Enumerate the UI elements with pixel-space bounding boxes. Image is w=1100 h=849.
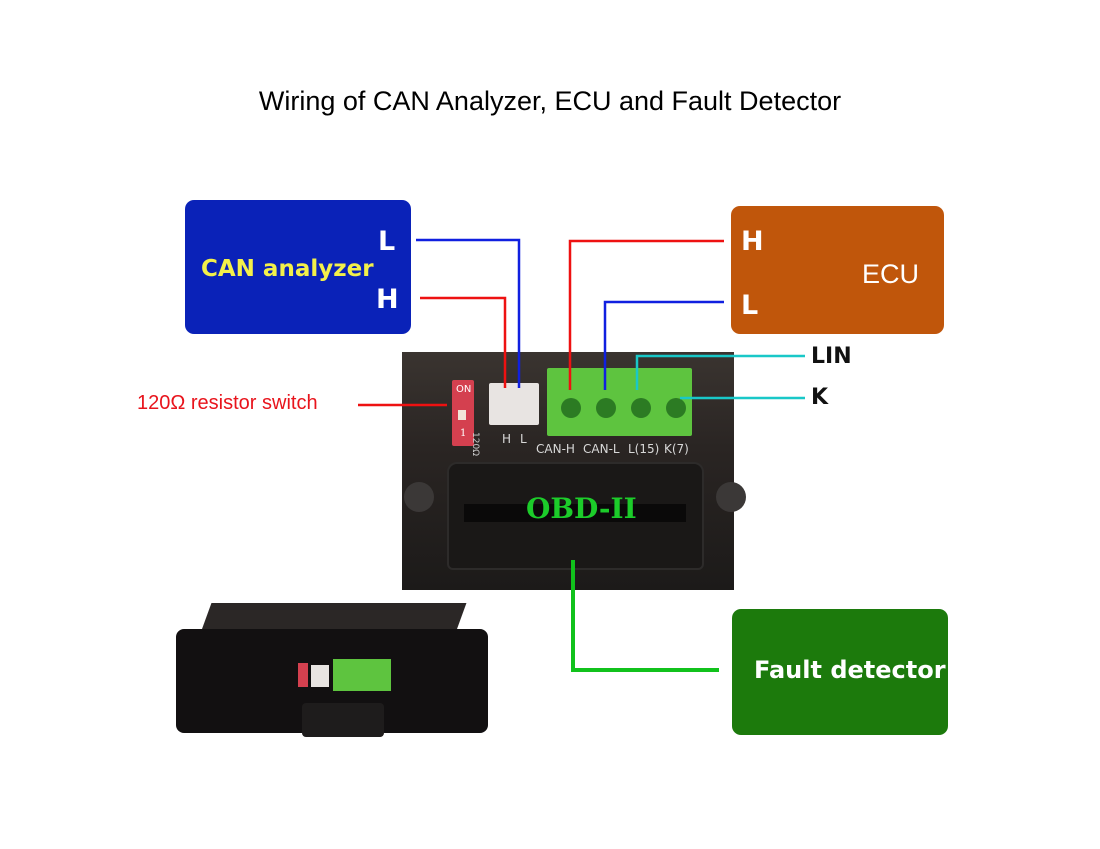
can-analyzer-pin-l: L <box>378 226 396 257</box>
fault-detector-box <box>732 609 948 735</box>
side-terminal <box>333 659 391 691</box>
ecu-pin-h: H <box>741 226 764 257</box>
wire-obd <box>571 560 719 672</box>
resistor-switch-label: 120Ω resistor switch <box>137 392 318 414</box>
dip-on-label: ON <box>456 384 472 395</box>
obd-port[interactable] <box>447 462 704 570</box>
terminal-label-k7: K(7) <box>664 442 689 456</box>
terminal-screw <box>631 398 651 418</box>
terminal-screw <box>666 398 686 418</box>
ecu-label: ECU <box>862 259 920 289</box>
side-jst <box>311 665 329 687</box>
jst-h-label: H <box>502 432 512 446</box>
side-obd <box>302 703 384 737</box>
ecu-box <box>731 206 944 334</box>
terminal-screw <box>561 398 581 418</box>
wire-ecu-l <box>603 300 724 390</box>
can-analyzer-box <box>185 200 411 334</box>
wire-can-analyzer-l <box>416 238 521 388</box>
terminal-label-l15: L(15) <box>628 442 660 456</box>
wire-can-analyzer-h <box>420 296 507 388</box>
dip-switch[interactable]: ON 1 <box>452 380 474 446</box>
diagram-title: Wiring of CAN Analyzer, ECU and Fault De… <box>258 86 842 116</box>
wire-lin <box>635 354 805 390</box>
obd-slot <box>464 504 686 522</box>
lin-label: LIN <box>811 344 852 369</box>
can-analyzer-pin-h: H <box>376 284 399 315</box>
terminal-label-can-l: CAN-L <box>583 442 620 456</box>
obd-label: OBD-II <box>526 492 637 525</box>
device-side-photo <box>176 603 488 737</box>
wire-ecu-h <box>568 239 724 390</box>
can-analyzer-label: CAN analyzer <box>201 256 374 282</box>
mount-screw <box>716 482 746 512</box>
side-dip <box>298 663 308 687</box>
fault-detector-label: Fault detector <box>754 656 946 684</box>
ecu-pin-l: L <box>741 290 759 321</box>
jst-connector <box>489 383 539 425</box>
k-label: K <box>811 385 829 410</box>
terminal-label-can-h: CAN-H <box>536 442 575 456</box>
dip-num-label: 1 <box>460 428 467 439</box>
jst-l-label: L <box>520 432 527 446</box>
mount-screw <box>404 482 434 512</box>
terminal-screw <box>596 398 616 418</box>
device-photo: ON 1 120Ω H L CAN-H CAN-L L(15) K(7) <box>402 352 746 590</box>
dip-lever <box>458 410 466 420</box>
